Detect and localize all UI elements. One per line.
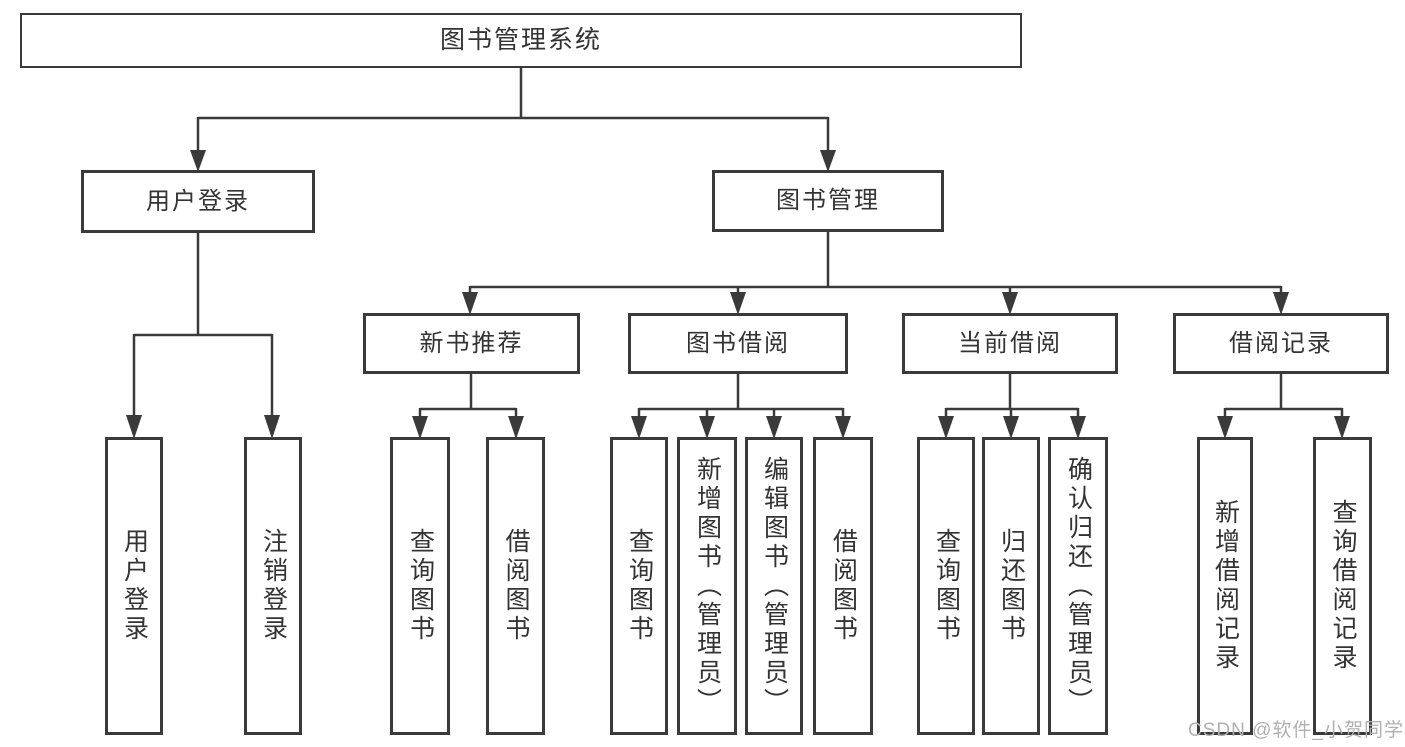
node-new-book-recommend: 新书推荐 <box>363 313 580 374</box>
connector-book-management-to-level3 <box>462 232 1289 315</box>
arrowhead-icon <box>462 292 478 315</box>
leaf-query-books-borrow: 查询图书 <box>610 437 668 735</box>
arrowhead-icon <box>631 416 647 439</box>
connector-user-login-to-leaves <box>126 233 280 439</box>
arrowhead-icon <box>126 415 142 439</box>
leaf-confirm-return-admin: 确认归还（管理员） <box>1048 437 1108 735</box>
node-book-management: 图书管理 <box>712 170 944 232</box>
arrowhead-icon <box>1070 416 1086 439</box>
node-book-borrow: 图书借阅 <box>628 313 848 374</box>
watermark: CSDN @软件_小贺同学 <box>1188 720 1404 741</box>
arrowhead-icon <box>835 416 851 439</box>
leaf-query-books-current: 查询图书 <box>917 437 975 735</box>
arrowhead-icon <box>264 415 280 439</box>
connector-root-to-level2 <box>190 67 836 172</box>
leaf-add-borrow-record: 新增借阅记录 <box>1197 437 1253 735</box>
leaf-query-borrow-record: 查询借阅记录 <box>1313 437 1372 735</box>
leaf-add-books-admin: 新增图书（管理员） <box>677 437 737 735</box>
arrowhead-icon <box>412 416 428 439</box>
connector-new-book-recommend-to-leaves <box>412 374 524 439</box>
connector-current-borrow-to-leaves <box>938 374 1086 439</box>
arrowhead-icon <box>1002 292 1018 315</box>
arrowhead-icon <box>190 150 206 172</box>
arrowhead-icon <box>508 416 524 439</box>
arrowhead-icon <box>1217 416 1233 439</box>
arrowhead-icon <box>766 416 782 439</box>
node-borrow-records: 借阅记录 <box>1173 313 1389 374</box>
leaf-logout: 注销登录 <box>244 437 302 735</box>
arrowhead-icon <box>1273 292 1289 315</box>
connector-borrow-records-to-leaves <box>1217 374 1350 439</box>
node-current-borrow: 当前借阅 <box>902 313 1118 374</box>
arrowhead-icon <box>1334 416 1350 439</box>
arrowhead-icon <box>938 416 954 439</box>
arrowhead-icon <box>699 416 715 439</box>
leaf-query-books-recommend: 查询图书 <box>390 437 450 735</box>
leaf-borrow-books: 借阅图书 <box>813 437 873 735</box>
leaf-return-books: 归还图书 <box>982 437 1040 735</box>
node-library-management-system: 图书管理系统 <box>20 13 1022 68</box>
node-user-login: 用户登录 <box>81 170 315 233</box>
arrowhead-icon <box>730 292 746 315</box>
leaf-borrow-books-recommend: 借阅图书 <box>486 437 545 735</box>
leaf-user-login: 用户登录 <box>105 437 163 735</box>
leaf-edit-books-admin: 编辑图书（管理员） <box>745 437 803 735</box>
arrowhead-icon <box>820 150 836 172</box>
connector-book-borrow-to-leaves <box>631 374 851 439</box>
arrowhead-icon <box>1003 416 1019 439</box>
